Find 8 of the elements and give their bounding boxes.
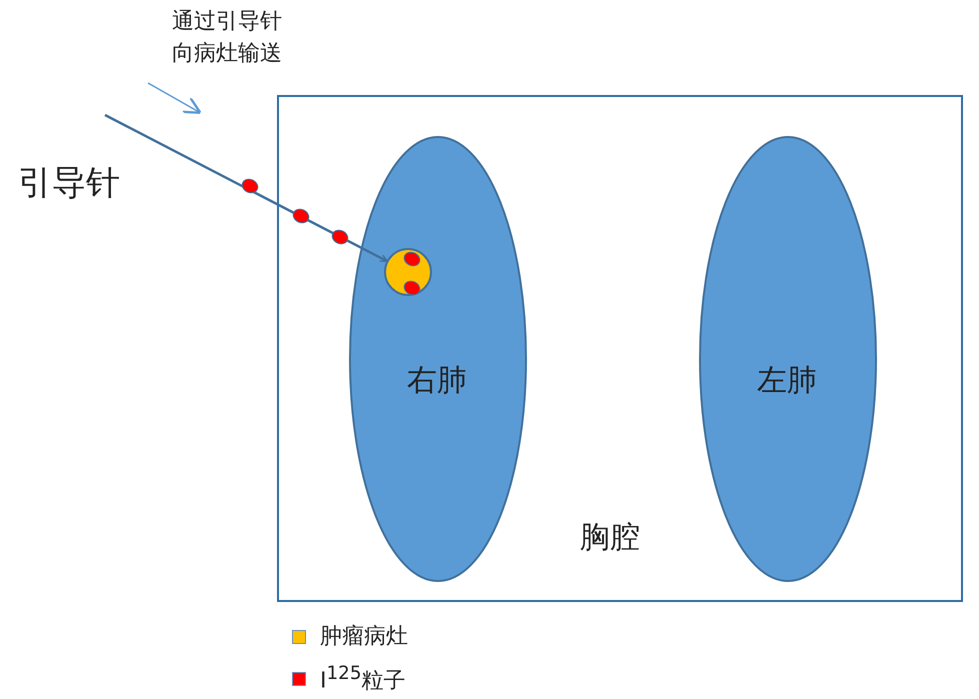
legend-label: I$^{125}$粒子	[320, 663, 406, 696]
direction-note: 通过引导针向病灶输送	[172, 8, 283, 68]
region-label: 左肺	[757, 362, 817, 400]
region-label: 胸腔	[580, 518, 640, 556]
guide-needle	[104, 114, 388, 262]
region-label: 右肺	[407, 362, 467, 400]
legend-label: 肿瘤病灶	[320, 623, 408, 651]
needle-label: 引导针	[18, 162, 120, 205]
